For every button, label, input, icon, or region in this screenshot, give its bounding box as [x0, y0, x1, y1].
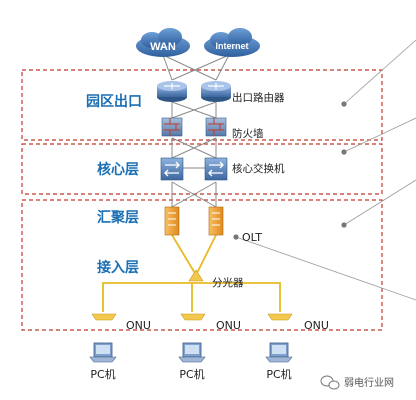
pc-icon: [178, 342, 206, 363]
switch-icon: [160, 157, 184, 181]
core-switch-right: [204, 157, 228, 181]
pc-1: [89, 342, 117, 363]
wan-cloud: WAN: [136, 28, 190, 57]
switch-icon: [204, 157, 228, 181]
firewall-left: [161, 117, 183, 137]
internet-label: Internet: [215, 41, 248, 51]
zone-label-egress: 园区出口: [86, 93, 142, 110]
onu-icon: [91, 313, 117, 321]
onu-label-3: ONU: [304, 319, 329, 332]
zone-core-box: [21, 143, 383, 195]
wechat-icon: [320, 375, 340, 390]
zone-label-aggregation: 汇聚层: [97, 210, 139, 226]
firewall-icon: [205, 117, 227, 137]
firewall-icon: [161, 117, 183, 137]
onu-icon: [180, 313, 206, 321]
onu-1: [91, 313, 117, 321]
cloud-icon: [204, 28, 260, 57]
splitter-icon: [188, 269, 204, 282]
onu-label-2: ONU: [216, 319, 241, 332]
egress-router-right: [201, 81, 231, 102]
pc-icon: [89, 342, 117, 363]
olt-icon: [164, 206, 180, 236]
olt-right: [208, 206, 224, 236]
pc-label-1: PC机: [90, 367, 115, 381]
onu-icon: [267, 313, 293, 321]
pc-3: [265, 342, 293, 363]
network-links: [162, 54, 230, 208]
firewall-right: [205, 117, 227, 137]
cloud-icon: [136, 28, 190, 57]
pc-label-2: PC机: [179, 367, 204, 381]
onu-2: [180, 313, 206, 321]
splitter: [188, 269, 204, 282]
pc-2: [178, 342, 206, 363]
fiber-links: [102, 234, 281, 312]
router-icon: [201, 81, 231, 102]
core-switch-left: [160, 157, 184, 181]
pc-icon: [265, 342, 293, 363]
watermark: 弱电行业网: [320, 375, 394, 390]
watermark-text: 弱电行业网: [344, 376, 394, 389]
zone-label-access: 接入层: [97, 259, 139, 276]
onu-3: [267, 313, 293, 321]
core-switch-label: 核心交换机: [232, 162, 285, 175]
splitter-label: 分光器: [212, 276, 244, 289]
zone-egress-box: [21, 69, 383, 141]
egress-router-label: 出口路由器: [232, 91, 285, 104]
egress-router-left: [157, 81, 187, 102]
internet-cloud: Internet: [204, 28, 260, 57]
olt-icon: [208, 206, 224, 236]
router-icon: [157, 81, 187, 102]
wan-label: WAN: [150, 41, 176, 53]
firewall-label: 防火墙: [232, 127, 264, 140]
callout-dots: [233, 101, 347, 240]
pc-label-3: PC机: [266, 367, 291, 381]
callout-lines: [235, 39, 416, 301]
olt-label: OLT: [242, 231, 262, 244]
olt-left: [164, 206, 180, 236]
onu-label-1: ONU: [126, 319, 151, 332]
zone-label-core: 核心层: [97, 161, 139, 178]
